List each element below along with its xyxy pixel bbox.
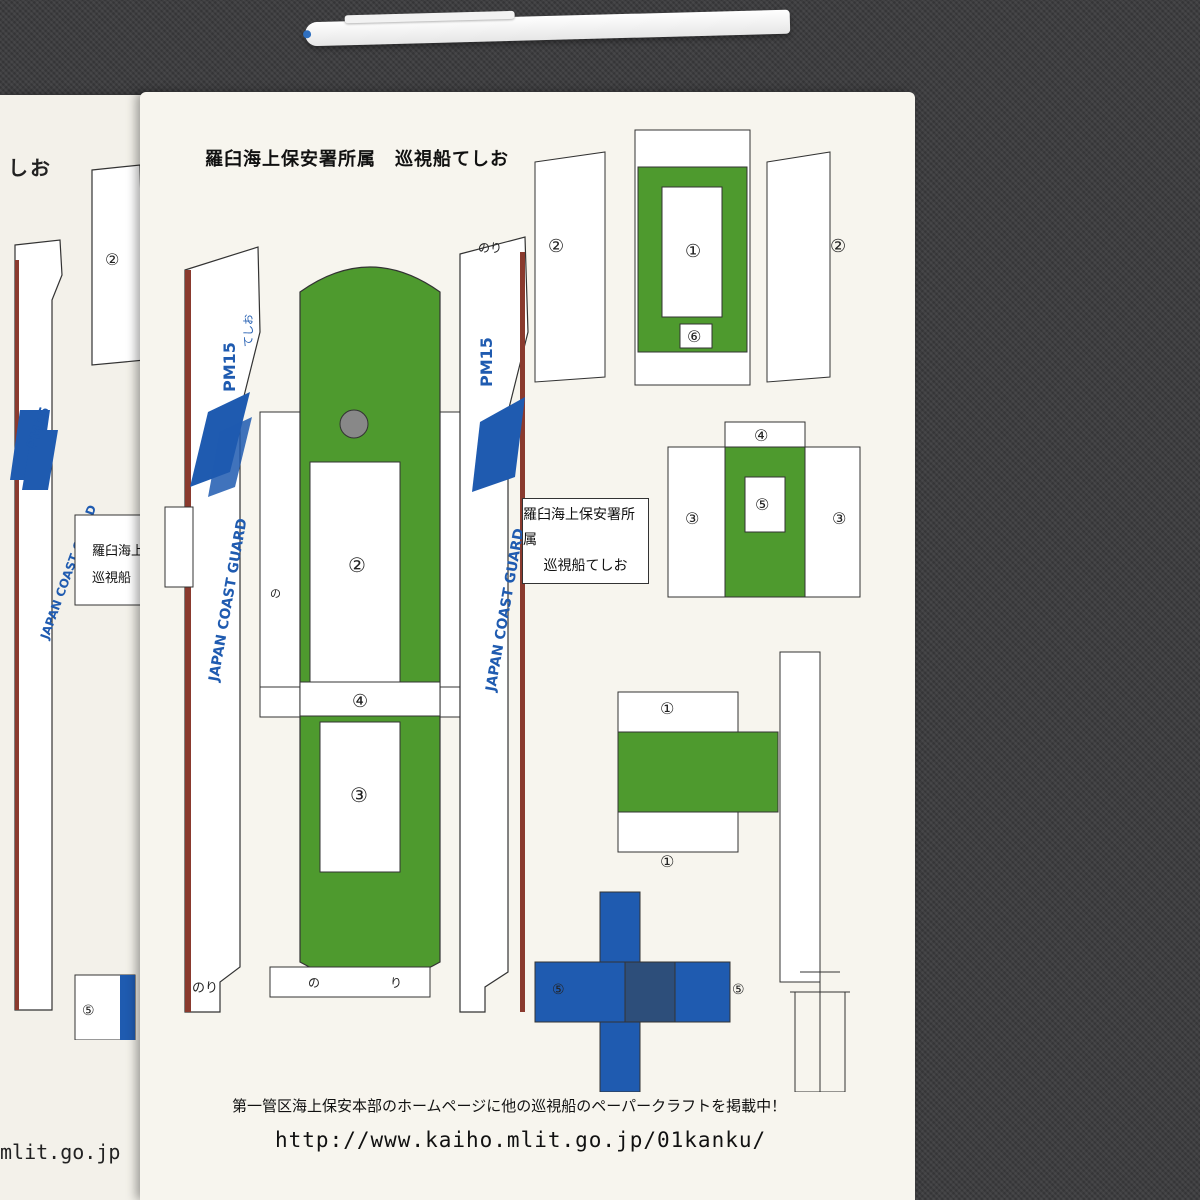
bridge-part: ② ① ⑥ ② xyxy=(534,129,846,386)
pen-tip xyxy=(302,30,312,39)
mast-label-5b: ⑤ xyxy=(732,982,745,998)
funnel-label-1b: ① xyxy=(660,852,674,871)
mast-label-5a: ⑤ xyxy=(552,982,565,998)
bridge-left-label: ② xyxy=(548,236,564,257)
back-part-label: ② xyxy=(105,250,119,269)
funnel-part: ① ① xyxy=(617,651,821,983)
funnel-label-1a: ① xyxy=(660,699,674,718)
sheet-title: 羅臼海上保安署所属 巡視船てしお xyxy=(205,149,509,170)
ship-name-line1: 羅臼海上保安署所属 xyxy=(523,507,635,549)
cabin-label-4: ④ xyxy=(754,426,768,445)
back-sheet-parts: PM15 JAPAN COAST GUARD ② 羅臼海上保 巡視船 ⑤ xyxy=(10,164,170,1040)
mast-part: ⑤ ⑤ xyxy=(534,891,745,1092)
hull-left-pm15: PM15 xyxy=(220,342,239,392)
cabin-label-5: ⑤ xyxy=(755,495,769,514)
deck-glue-no: の xyxy=(308,976,320,990)
back-sheet-title-fragment: しお xyxy=(8,156,52,180)
hull-left-glue: のり xyxy=(192,981,218,996)
cabin-label-3a: ③ xyxy=(685,509,699,528)
cabin-label-3b: ③ xyxy=(832,509,846,528)
bridge-label-1: ① xyxy=(685,241,701,262)
hull-left-kana: てしお xyxy=(242,314,255,347)
back-sheet-url: mlit.go.jp xyxy=(0,1140,121,1164)
glue-tab-left xyxy=(164,506,194,588)
hull-right-glue: のり xyxy=(478,241,502,255)
back-bottom-label: ⑤ xyxy=(82,1003,95,1019)
ship-name-box: 羅臼海上保安署所属 巡視船てしお xyxy=(522,498,649,584)
notice-text: 第一管区海上保安本部のホームページに他の巡視船のペーパークラフトを掲載中！ xyxy=(232,1097,787,1115)
hull-side-left: PM15 てしお JAPAN COAST GUARD のり xyxy=(184,246,261,1013)
cabin-part: ④ ⑤ ③ ③ xyxy=(667,421,861,598)
hull-right-pm15: PM15 xyxy=(477,337,496,387)
bridge-right-label: ② xyxy=(830,236,846,257)
bridge-label-6: ⑥ xyxy=(687,327,701,346)
deck-glue-ri: り xyxy=(390,976,402,990)
antenna-part: ⑥ ⑥ xyxy=(790,932,850,1092)
deck-side-no: の xyxy=(270,587,281,600)
back-name-line2: 巡視船 xyxy=(92,571,131,586)
deck-label-4: ④ xyxy=(352,691,368,712)
ship-name-line2: 巡視船てしお xyxy=(543,557,628,574)
deck-label-3: ③ xyxy=(350,783,368,807)
papercraft-parts: PM15 てしお JAPAN COAST GUARD のり ② ④ ③ の り … xyxy=(164,129,861,1092)
deck-label-2: ② xyxy=(348,553,366,577)
website-url: http://www.kaiho.mlit.go.jp/01kanku/ xyxy=(275,1128,767,1152)
hull-side-right: PM15 JAPAN COAST GUARD のり xyxy=(459,236,529,1013)
